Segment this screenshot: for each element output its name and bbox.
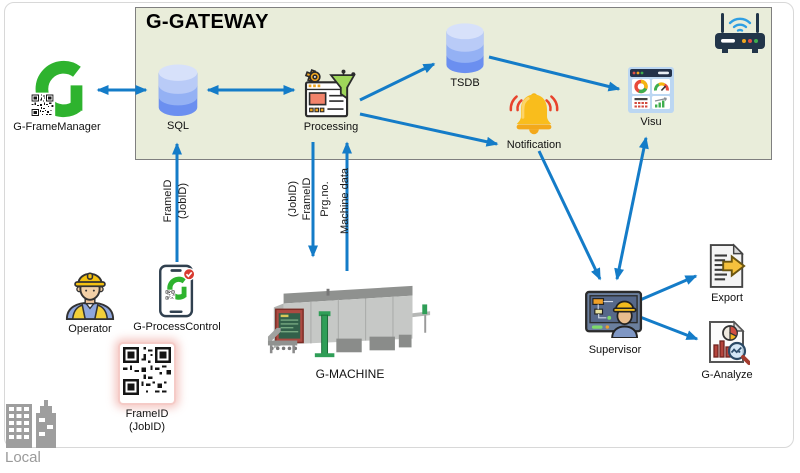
node-g-processcontrol: G-ProcessControl bbox=[129, 264, 225, 334]
edge-label-jobid: (JobID) bbox=[177, 182, 189, 220]
smartphone-app-icon bbox=[159, 264, 196, 318]
node-label: SQL bbox=[166, 120, 189, 132]
node-label: Processing bbox=[303, 121, 359, 133]
industrial-machine-icon bbox=[267, 285, 431, 358]
node-processing: Processing bbox=[300, 68, 362, 134]
node-g-machine: G-MACHINE bbox=[266, 280, 434, 381]
node-label: FrameID bbox=[125, 408, 169, 420]
worker-hardhat-icon bbox=[65, 272, 115, 320]
local-label: Local bbox=[5, 449, 41, 466]
edge-label-frameid-2: FrameID bbox=[301, 177, 313, 221]
edge-label-machine-data: Machine data bbox=[339, 167, 351, 235]
node-tsdb: TSDB bbox=[437, 22, 493, 90]
node-label: G-Analyze bbox=[701, 369, 753, 381]
city-buildings-icon bbox=[6, 400, 56, 448]
node-sql: SQL bbox=[150, 63, 206, 133]
gateway-title: G-GATEWAY bbox=[146, 11, 269, 33]
dashboard-icon bbox=[628, 67, 674, 113]
edge-label-prgno: Prg.no. bbox=[319, 181, 331, 217]
wifi-router-icon bbox=[715, 13, 765, 53]
node-label: G-MACHINE bbox=[315, 367, 385, 381]
edge-label-frameid: FrameID bbox=[162, 179, 174, 223]
node-label: G-FrameManager bbox=[13, 121, 101, 133]
document-analytics-icon bbox=[709, 320, 750, 365]
browser-filter-gear-icon bbox=[304, 69, 356, 118]
node-operator: Operator bbox=[60, 268, 120, 336]
edge-label-jobid-2: (JobID) bbox=[287, 180, 299, 218]
node-label: (JobID) bbox=[128, 421, 166, 434]
node-g-framemanager: G-FrameManager bbox=[11, 60, 103, 134]
node-label: Notification bbox=[506, 139, 562, 151]
node-label: G-ProcessControl bbox=[133, 321, 221, 333]
node-notification: Notification bbox=[498, 88, 570, 152]
bell-icon bbox=[509, 93, 559, 135]
node-visu: Visu bbox=[626, 67, 676, 129]
node-label: Export bbox=[711, 292, 743, 304]
node-label: Supervisor bbox=[588, 344, 642, 356]
database-cylinder-icon bbox=[444, 22, 486, 74]
document-export-icon bbox=[709, 243, 746, 288]
node-supervisor: Supervisor bbox=[570, 290, 660, 357]
node-g-analyze: G-Analyze bbox=[692, 318, 762, 382]
node-label: Visu bbox=[640, 116, 662, 128]
qr-code-icon bbox=[120, 344, 174, 403]
node-export: Export bbox=[695, 243, 759, 305]
node-label: TSDB bbox=[450, 77, 480, 89]
g-logo-qr-icon bbox=[26, 60, 88, 118]
node-router bbox=[713, 9, 767, 55]
node-frameid-qr: FrameID (JobID) bbox=[117, 344, 177, 434]
database-cylinder-icon bbox=[156, 63, 200, 117]
node-label: Operator bbox=[68, 323, 112, 335]
monitor-engineer-icon bbox=[585, 290, 643, 338]
